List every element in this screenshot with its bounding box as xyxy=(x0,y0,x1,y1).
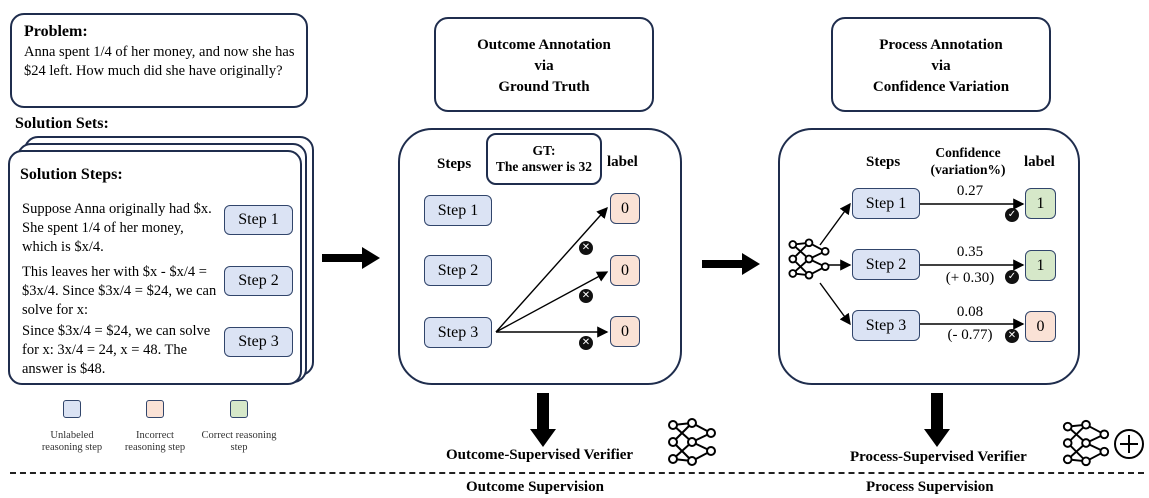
neural-network-icon xyxy=(788,238,830,280)
outcome-supervision-caption: Outcome Supervision xyxy=(466,479,604,495)
gt-text: The answer is 32 xyxy=(495,159,593,174)
gt-box: GT: The answer is 32 xyxy=(486,133,602,185)
outcome-connectors xyxy=(495,206,609,338)
process-step-3: Step 3 xyxy=(852,310,920,341)
confidence-1: 0.27 xyxy=(956,183,984,199)
process-connectors xyxy=(819,198,1025,330)
process-label-2: 1 xyxy=(1025,250,1056,281)
check-icon: ✓ xyxy=(1005,270,1019,284)
outcome-label-header: label xyxy=(607,154,638,170)
legend-correct-text: Correct reasoning step xyxy=(201,430,277,453)
cross-icon: ✕ xyxy=(1005,329,1019,343)
solution-step-2-text: This leaves her with $x - $x/4 = $3x/4. … xyxy=(22,264,217,318)
process-header-line-1: Process Annotation xyxy=(879,37,1003,53)
process-confidence-header: Confidence (variation%) xyxy=(918,144,1018,178)
process-header-box: Process Annotation via Confidence Variat… xyxy=(831,17,1051,112)
process-label-header: label xyxy=(1024,154,1055,170)
outcome-step-1: Step 1 xyxy=(424,195,492,226)
confidence-3: 0.08 xyxy=(956,304,984,320)
outcome-header-line-2: via xyxy=(534,58,554,74)
process-label-1: 1 xyxy=(1025,188,1056,219)
legend-unlabeled-text: Unlabeled reasoning step xyxy=(41,430,103,453)
variation-2: (+ 0.30) xyxy=(945,270,995,286)
confidence-2: 0.35 xyxy=(956,244,984,260)
cross-icon: ✕ xyxy=(579,336,593,350)
problem-text: Anna spent 1/4 of her money, and now she… xyxy=(24,44,295,79)
cross-icon: ✕ xyxy=(579,289,593,303)
legend-correct-swatch xyxy=(230,400,248,418)
process-step-2: Step 2 xyxy=(852,249,920,280)
solution-step-1-text: Suppose Anna originally had $x. She spen… xyxy=(22,201,212,255)
solution-step-1-label: Step 1 xyxy=(224,205,293,235)
outcome-step-3: Step 3 xyxy=(424,317,492,348)
process-supervision-caption: Process Supervision xyxy=(866,479,994,495)
outcome-label-1: 0 xyxy=(610,193,640,224)
neural-network-icon xyxy=(1062,419,1110,467)
process-header-line-3: Confidence Variation xyxy=(872,79,1010,95)
confidence-header-line-1: Confidence xyxy=(935,145,1001,160)
solution-step-2-label: Step 2 xyxy=(224,266,293,296)
outcome-header-line-3: Ground Truth xyxy=(498,79,590,95)
problem-title: Problem: xyxy=(24,23,88,40)
check-icon: ✓ xyxy=(1005,208,1019,222)
solution-sets-label: Solution Sets: xyxy=(15,115,109,132)
variation-3: (- 0.77) xyxy=(947,327,993,343)
solution-steps-card: Solution Steps: Suppose Anna originally … xyxy=(8,150,302,385)
process-verifier-label: Process-Supervised Verifier xyxy=(850,449,1027,465)
arrow-icon xyxy=(530,393,556,447)
solution-step-3-label: Step 3 xyxy=(224,327,293,357)
outcome-steps-header: Steps xyxy=(437,156,472,172)
cross-icon: ✕ xyxy=(579,241,593,255)
neural-network-icon xyxy=(668,418,716,466)
outcome-step-2: Step 2 xyxy=(424,255,492,286)
process-header-line-2: via xyxy=(931,58,951,74)
solution-steps-title: Solution Steps: xyxy=(20,166,123,183)
process-label-3: 0 xyxy=(1025,311,1056,342)
arrow-icon xyxy=(322,247,380,269)
plus-circle-icon xyxy=(1114,429,1144,459)
outcome-label-2: 0 xyxy=(610,255,640,286)
confidence-header-line-2: (variation%) xyxy=(930,162,1006,177)
process-step-1: Step 1 xyxy=(852,188,920,219)
arrow-icon xyxy=(924,393,950,447)
arrow-icon xyxy=(702,253,760,275)
outcome-header-box: Outcome Annotation via Ground Truth xyxy=(434,17,654,112)
gt-title: GT: xyxy=(532,143,556,158)
outcome-verifier-label: Outcome-Supervised Verifier xyxy=(446,447,634,463)
legend-incorrect-swatch xyxy=(146,400,164,418)
legend-unlabeled-swatch xyxy=(63,400,81,418)
outcome-label-3: 0 xyxy=(610,316,640,347)
process-steps-header: Steps xyxy=(866,154,901,170)
outcome-header-line-1: Outcome Annotation xyxy=(477,37,611,53)
solution-step-3-text: Since $3x/4 = $24, we can solve for x: 3… xyxy=(22,323,211,377)
dashed-divider xyxy=(10,472,1144,474)
legend-incorrect-text: Incorrect reasoning step xyxy=(124,430,186,453)
problem-box: Problem: Anna spent 1/4 of her money, an… xyxy=(10,13,308,108)
